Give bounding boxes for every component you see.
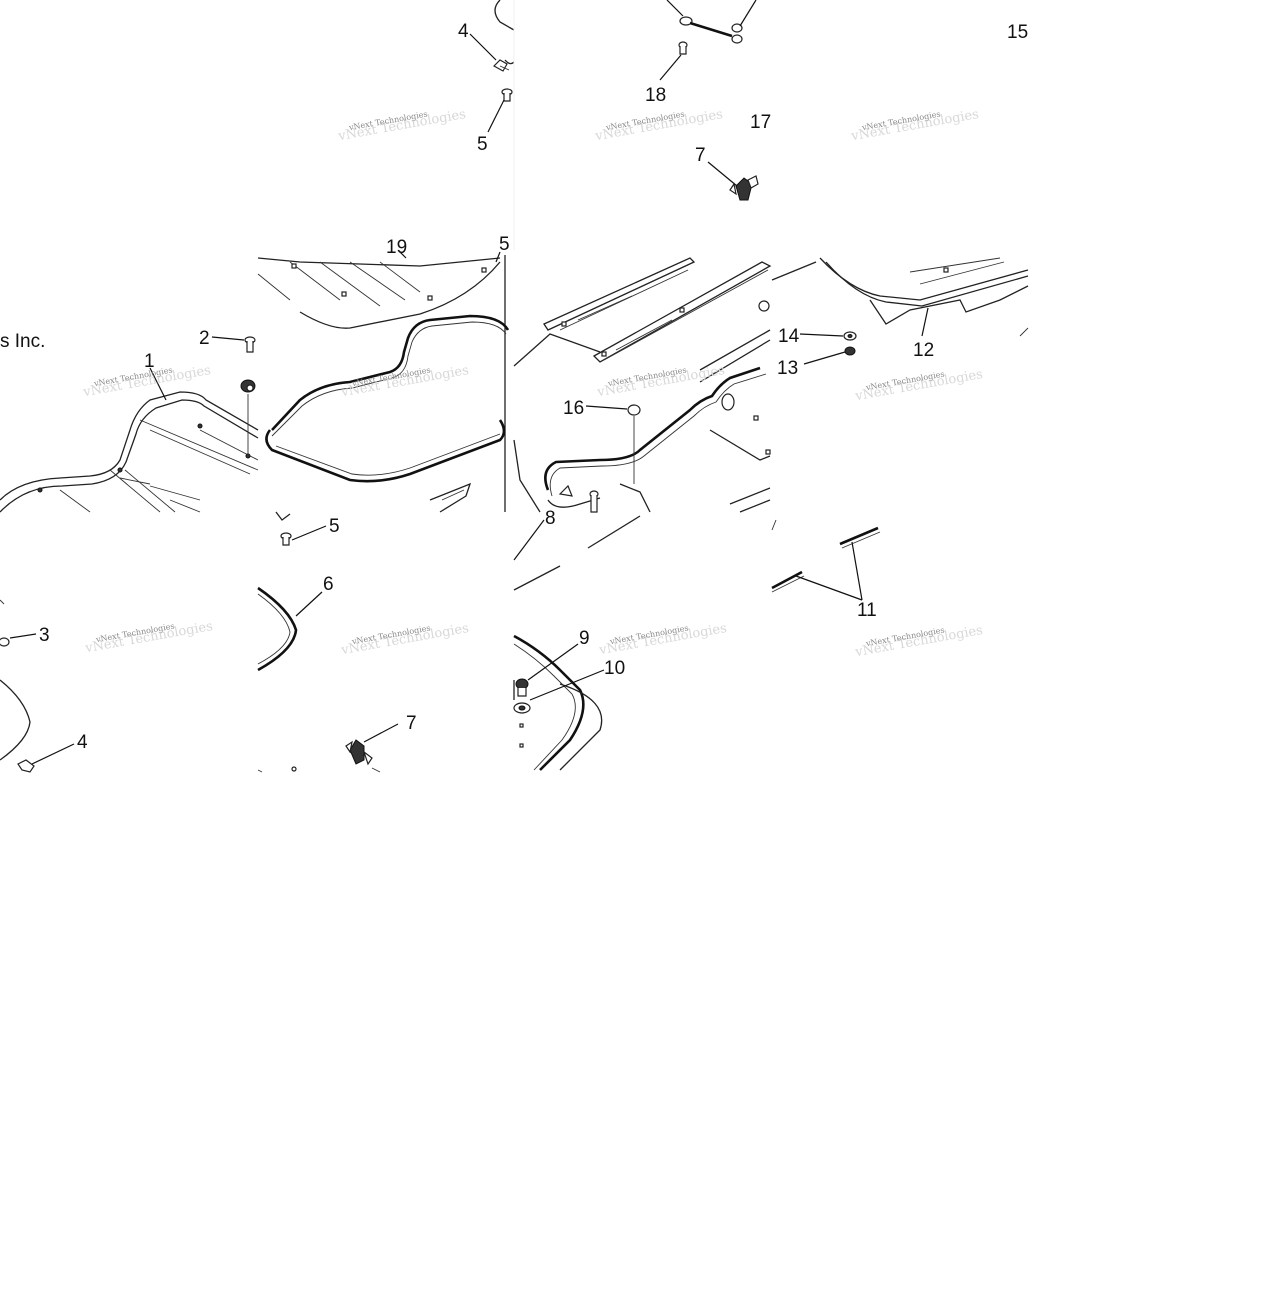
nut-part-13 <box>844 346 856 356</box>
tile-bot-2 <box>257 511 399 773</box>
callout-5-mid: 5 <box>499 234 510 255</box>
callout-18: 18 <box>645 85 666 106</box>
callout-10: 10 <box>604 658 625 679</box>
screw-part-5-top <box>501 88 513 102</box>
tile-mid-3 <box>513 257 772 513</box>
callout-labels: 4 5 15 18 17 7 19 5 s Inc. 2 1 14 12 13 … <box>0 21 1028 753</box>
clip-part-4-top <box>493 59 510 72</box>
tile-bot-4 <box>771 519 881 601</box>
callout-19: 19 <box>386 237 407 258</box>
callout-9: 9 <box>579 628 590 649</box>
wing-fastener-part-7-bottom <box>345 739 373 766</box>
tile-bot-1 <box>0 599 75 773</box>
watermark-2: vNext Technologies vNext Technologies <box>593 107 724 144</box>
callout-7-bottom: 7 <box>406 713 417 734</box>
gasket-corner-bottom <box>513 634 603 771</box>
callout-4-bottom: 4 <box>77 732 88 753</box>
callout-15: 15 <box>1007 22 1028 43</box>
watermark-5: vNext Technologies vNext Technologies <box>339 363 470 400</box>
callout-2: 2 <box>199 328 210 349</box>
callout-6: 6 <box>323 574 334 595</box>
strip-part-11 <box>771 526 881 593</box>
callout-5-bottom: 5 <box>329 516 340 537</box>
callout-1: 1 <box>144 351 155 372</box>
washer-part-3 <box>0 637 10 647</box>
callout-16: 16 <box>563 398 584 419</box>
plug-part-16 <box>627 404 641 416</box>
watermark-9: vNext Technologies vNext Technologies <box>339 621 470 658</box>
tile-mid-1 <box>0 336 259 513</box>
watermark-6: vNext Technologies vNext Technologies <box>595 363 726 400</box>
callout-12: 12 <box>913 340 934 361</box>
watermark-3: vNext Technologies vNext Technologies <box>849 107 980 144</box>
watermark-1: vNext Technologies vNext Technologies <box>336 107 467 144</box>
callout-7-top: 7 <box>695 145 706 166</box>
push-rivet-part-2 <box>244 336 256 353</box>
watermark-7: vNext Technologies vNext Technologies <box>853 367 984 404</box>
washer-part-10 <box>513 702 531 714</box>
washer-part-14 <box>843 331 857 341</box>
clip-part-4-bottom <box>17 759 35 773</box>
cover-part-12 <box>771 257 1029 325</box>
callout-5-top: 5 <box>477 134 488 155</box>
gasket-segment-part-6 <box>257 586 298 672</box>
callout-11: 11 <box>857 600 877 621</box>
watermarks: vNext Technologies vNext Technologies vN… <box>81 107 984 660</box>
tile-top-2 <box>469 0 515 133</box>
screw-part-9 <box>515 678 529 697</box>
watermark-10: vNext Technologies vNext Technologies <box>597 621 728 658</box>
grommet-part-c <box>240 379 256 393</box>
callout-3: 3 <box>39 625 50 646</box>
callout-13: 13 <box>777 358 798 379</box>
seal-gasket-main <box>544 366 767 508</box>
callout-17: 17 <box>750 112 771 133</box>
watermark-11: vNext Technologies vNext Technologies <box>853 623 984 660</box>
tile-mid-4 <box>771 257 1029 365</box>
tile-mid-2 <box>257 249 510 513</box>
watermark-8: vNext Technologies vNext Technologies <box>83 619 214 656</box>
copyright-fragment: s Inc. <box>0 331 45 352</box>
bolt-part-8 <box>589 490 599 513</box>
bracket-rails <box>513 257 772 367</box>
callout-14: 14 <box>778 326 800 347</box>
tile-top-3 <box>659 0 759 201</box>
callout-8: 8 <box>545 508 556 529</box>
screw-part-5-bottom <box>280 532 292 546</box>
callout-4-top: 4 <box>458 21 469 42</box>
bolt-part-18 <box>678 41 688 55</box>
seal-gasket-part-6 <box>265 314 510 483</box>
floor-panel-part-1 <box>0 391 259 513</box>
wing-fastener-part-7-top <box>729 175 759 201</box>
tile-bot-3 <box>513 515 641 771</box>
